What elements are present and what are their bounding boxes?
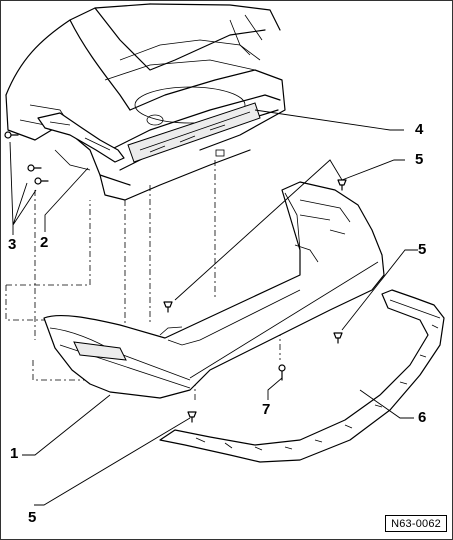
callout-4: 4: [415, 121, 424, 138]
fasteners: [163, 179, 347, 423]
figure-reference-label: N63-0062: [385, 515, 447, 532]
callout-3: 3: [8, 236, 17, 253]
callout-5-right: 5: [418, 241, 427, 258]
vehicle-body-rear: [5, 3, 286, 201]
callout-5-bottom: 5: [28, 509, 37, 526]
screws-item-3: [4, 131, 49, 185]
callout-2: 2: [40, 234, 49, 251]
callout-1: 1: [10, 445, 19, 462]
callout-6: 6: [418, 409, 427, 426]
callout-5-top: 5: [415, 151, 424, 168]
leader-lines: [9, 109, 418, 506]
spoiler-item-6: [159, 289, 445, 463]
bumper-cover-item-1: [43, 181, 385, 399]
callout-7: 7: [262, 401, 271, 418]
